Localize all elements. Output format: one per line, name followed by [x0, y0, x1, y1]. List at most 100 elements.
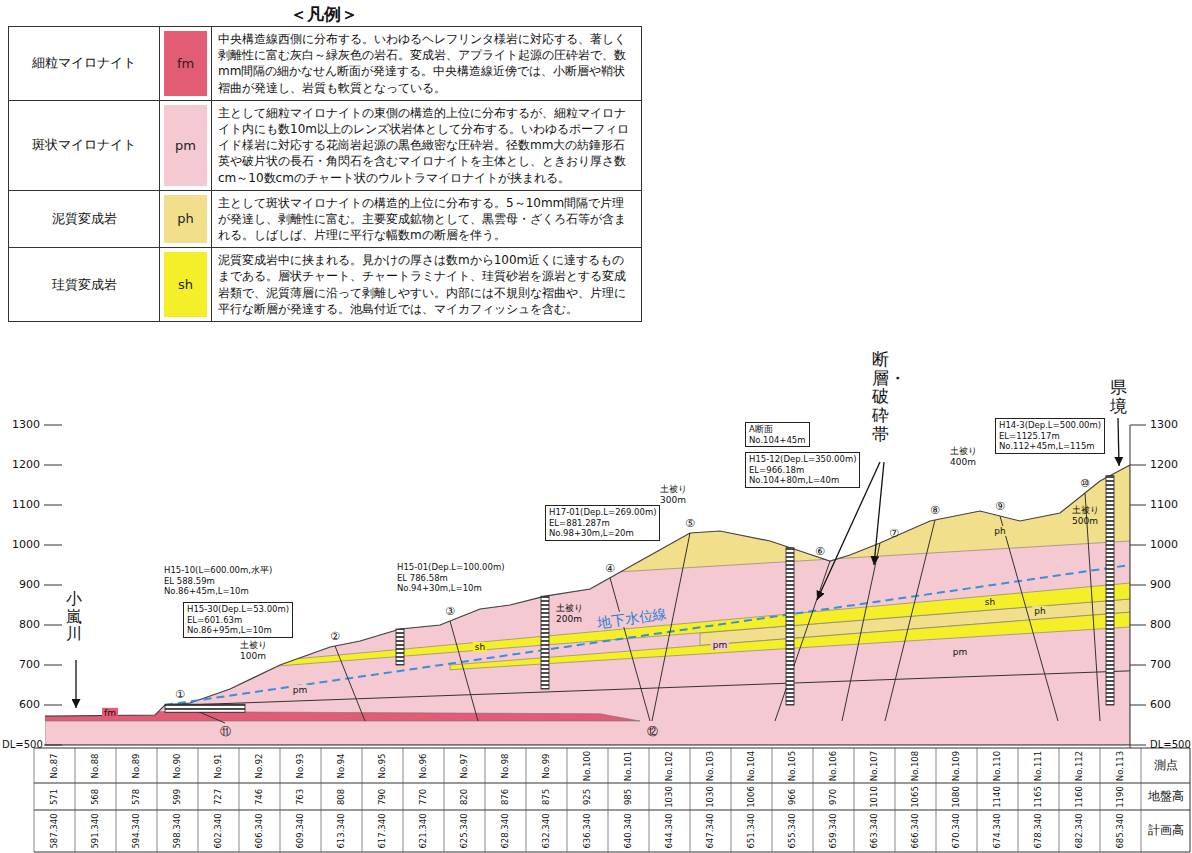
- borehole-info-text: EL 786.58m: [397, 573, 504, 584]
- unit-code: pm: [291, 685, 309, 695]
- axis-tick: [44, 465, 62, 466]
- station-cell: No.104: [747, 750, 757, 780]
- axis-value: 1100: [12, 499, 40, 512]
- ground-height-cell: 578: [132, 788, 142, 804]
- table-rule: [526, 748, 527, 852]
- ground-height-cell: 571: [50, 788, 60, 804]
- callout-number: ⑧: [930, 505, 940, 518]
- ground-height-cell: 1010: [870, 786, 880, 808]
- borehole-symbol: [786, 548, 794, 705]
- river-name: 小嵐川: [66, 590, 82, 643]
- station-cell: No.101: [624, 750, 634, 780]
- station-cell: No.103: [706, 750, 716, 780]
- plan-height-cell: 602.340: [214, 813, 224, 848]
- groundwater-label: 地下水位線: [594, 605, 670, 631]
- ground-height-cell: 727: [214, 788, 224, 804]
- axis-value: 1300: [1150, 419, 1178, 432]
- plan-height-cell: 651.340: [747, 813, 757, 848]
- table-rule: [239, 748, 240, 852]
- cover-depth: 土被り: [660, 484, 687, 494]
- table-rule: [854, 748, 855, 852]
- table-rule: [895, 748, 896, 852]
- cover-depth: 土被り: [1072, 505, 1099, 515]
- legend-swatch: pm: [164, 105, 207, 186]
- plan-height-cell: 613.340: [337, 813, 347, 848]
- ground-height-cell: 1190: [1116, 786, 1126, 808]
- borehole-info-text: H17-01(Dep.L=269.00m): [549, 507, 656, 518]
- borehole-info-box: H17-01(Dep.L=269.00m)EL=881.287mNo.98+30…: [545, 505, 660, 541]
- station-cell: No.110: [993, 750, 1003, 780]
- ground-height-cell: 568: [91, 788, 101, 804]
- cover-depth: 400m: [950, 457, 976, 467]
- borehole-info-text: No.98+30m,L=20m: [549, 528, 656, 539]
- table-rule: [34, 748, 1190, 749]
- station-cell: No.109: [952, 750, 962, 780]
- axis-tick: [44, 425, 62, 426]
- ground-height-cell: 1030: [665, 786, 675, 808]
- plan-height-cell: 587.340: [50, 813, 60, 848]
- plan-height-cell: 628.340: [501, 813, 511, 848]
- fault-line: [610, 578, 650, 721]
- fault-line: [450, 621, 478, 721]
- plan-height-cell: 644.340: [665, 813, 675, 848]
- station-cell: No.113: [1116, 750, 1126, 780]
- axis-value: 900: [1150, 579, 1171, 592]
- unit-code: fm: [177, 56, 194, 71]
- legend-name: 泥質変成岩: [9, 191, 160, 248]
- ground-height-cell: 790: [378, 788, 388, 804]
- fault-line: [335, 646, 365, 721]
- callout-number: ⑩: [1080, 478, 1090, 491]
- plan-height-cell: 666.340: [911, 813, 921, 848]
- legend-description: 泥質変成岩中に挟まれる。見かけの厚さは数mから100m近くに達するものまである。…: [212, 248, 641, 321]
- legend-swatch-cell: sh: [160, 248, 212, 321]
- plan-height-cell: 621.340: [419, 813, 429, 848]
- callout-number: ①: [175, 688, 185, 701]
- callout-number: ⑥: [815, 546, 825, 559]
- cover-depth: 土被り: [556, 603, 583, 613]
- ground-height-cell: 876: [501, 788, 511, 804]
- axis-value: 800: [19, 619, 40, 632]
- borehole-info-box: H15-01(Dep.L=100.00m)EL 786.58mNo.94+30m…: [393, 560, 508, 596]
- station-cell: No.107: [870, 750, 880, 780]
- ground-height-cell: 1140: [993, 786, 1003, 808]
- ground-height-cell: 1080: [952, 786, 962, 808]
- callout-number: ②: [330, 631, 340, 644]
- table-rule: [1100, 748, 1101, 852]
- plan-height-cell: 609.340: [296, 813, 306, 848]
- axis-tick: [44, 625, 62, 626]
- borehole-symbol: [541, 596, 549, 689]
- legend-description: 中央構造線西側に分布する。いわゆるヘレフリンタ様岩に対応する、著しく剥離性に富む…: [212, 27, 641, 100]
- ground-height-cell: 770: [419, 788, 429, 804]
- unit-code: ph: [992, 526, 1007, 536]
- plan-height-cell: 640.340: [624, 813, 634, 848]
- ground-height-cell: 966: [788, 788, 798, 804]
- station-cell: No.93: [296, 753, 306, 778]
- station-cell: No.111: [1034, 750, 1044, 780]
- table-rule: [731, 748, 732, 852]
- plan-height-cell: 674.340: [993, 813, 1003, 848]
- datum-line: [45, 745, 1130, 746]
- fault-line: [652, 533, 690, 721]
- borehole-info-text: H15-30(Dep.L=53.00m): [187, 604, 289, 615]
- leader-arrow: [1118, 418, 1119, 466]
- axis-tick: [1130, 505, 1146, 506]
- station-cell: No.102: [665, 750, 675, 780]
- table-header: 地盤高: [1148, 790, 1184, 804]
- ground-surface: [45, 465, 1130, 716]
- axis-value: 1000: [1150, 539, 1178, 552]
- axis-value: 700: [1150, 659, 1171, 672]
- table-rule: [362, 748, 363, 852]
- table-rule: [567, 748, 568, 852]
- station-cell: No.92: [255, 753, 265, 778]
- borehole-info-text: No.104+80m,L=40m: [749, 475, 856, 486]
- legend-row: 珪質変成岩sh泥質変成岩中に挟まれる。見かけの厚さは数mから100m近くに達する…: [9, 247, 641, 321]
- ground-height-cell: 1165: [1034, 786, 1044, 808]
- ground-height-cell: 746: [255, 788, 265, 804]
- borehole-symbol: [396, 629, 404, 665]
- ground-height-cell: 875: [542, 788, 552, 804]
- table-rule: [321, 748, 322, 852]
- table-header: 測点: [1154, 759, 1178, 773]
- leader-arrow: [874, 462, 884, 565]
- unit-code: ph: [1032, 606, 1047, 616]
- cover-depth: 土被り: [950, 446, 977, 456]
